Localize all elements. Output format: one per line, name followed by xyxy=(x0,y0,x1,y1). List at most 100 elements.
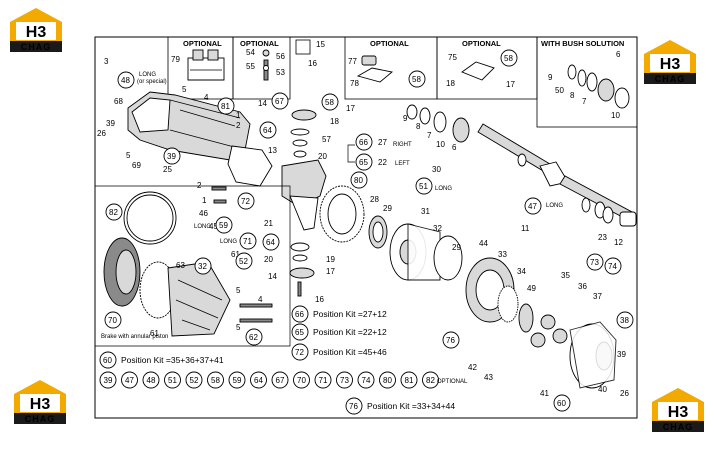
kit-2-num: 72 xyxy=(295,348,304,357)
svg-text:48: 48 xyxy=(147,376,156,385)
svg-text:1: 1 xyxy=(236,111,241,120)
svg-text:43: 43 xyxy=(484,373,493,382)
svg-text:12: 12 xyxy=(614,238,623,247)
optional-part-39: 39 xyxy=(99,371,117,389)
svg-text:37: 37 xyxy=(593,292,602,301)
optional-panel-b: OPTIONAL 54 55 56 53 xyxy=(232,36,291,100)
svg-text:64: 64 xyxy=(254,376,263,385)
svg-text:50: 50 xyxy=(555,86,564,95)
svg-text:31: 31 xyxy=(421,207,430,216)
svg-text:19: 19 xyxy=(326,255,335,264)
svg-text:5: 5 xyxy=(182,85,187,94)
svg-text:20: 20 xyxy=(264,255,273,264)
brake-panel: 82 32 63 5 4 5 62 61 70 Brake with annul… xyxy=(95,185,291,347)
optional-part-82: 82 xyxy=(422,371,439,389)
svg-text:2: 2 xyxy=(197,181,202,190)
svg-text:38: 38 xyxy=(620,316,629,325)
svg-text:16: 16 xyxy=(308,59,317,68)
svg-text:48: 48 xyxy=(121,76,130,85)
svg-text:8: 8 xyxy=(570,91,575,100)
svg-text:25: 25 xyxy=(163,165,172,174)
optional-row-label: OPTIONAL xyxy=(437,379,468,385)
svg-text:65: 65 xyxy=(359,158,368,167)
svg-text:32: 32 xyxy=(433,224,442,233)
kit-4-text: Position Kit =33+34+44 xyxy=(367,401,455,411)
optional-c-title: OPTIONAL xyxy=(370,39,409,48)
svg-text:11: 11 xyxy=(521,224,530,233)
svg-text:63: 63 xyxy=(176,261,185,270)
optional-part-64: 64 xyxy=(250,371,267,389)
svg-text:26: 26 xyxy=(97,129,106,138)
svg-text:10: 10 xyxy=(436,140,445,149)
svg-text:6: 6 xyxy=(616,50,621,59)
svg-text:80: 80 xyxy=(383,376,392,385)
svg-text:67: 67 xyxy=(275,97,284,106)
svg-text:57: 57 xyxy=(322,135,331,144)
svg-text:62: 62 xyxy=(249,333,258,342)
svg-text:CHAG: CHAG xyxy=(21,42,52,52)
svg-text:29: 29 xyxy=(383,204,392,213)
optional-part-73: 73 xyxy=(336,371,353,389)
svg-text:CHAG: CHAG xyxy=(25,414,56,424)
svg-text:56: 56 xyxy=(276,52,285,61)
svg-text:14: 14 xyxy=(268,272,277,281)
svg-text:58: 58 xyxy=(504,54,513,63)
svg-text:36: 36 xyxy=(578,282,587,291)
svg-text:52: 52 xyxy=(239,257,248,266)
optional-part-59: 59 xyxy=(228,371,246,389)
svg-text:53: 53 xyxy=(276,68,285,77)
svg-text:79: 79 xyxy=(171,55,180,64)
svg-text:13: 13 xyxy=(268,146,277,155)
kit-3-num: 60 xyxy=(103,356,112,365)
optional-a-title: OPTIONAL xyxy=(183,39,222,48)
svg-text:29: 29 xyxy=(452,243,461,252)
svg-text:64: 64 xyxy=(263,126,272,135)
svg-text:52: 52 xyxy=(190,376,199,385)
svg-text:18: 18 xyxy=(330,117,339,126)
svg-text:54: 54 xyxy=(246,48,255,57)
optional-part-74: 74 xyxy=(357,371,375,389)
svg-text:17: 17 xyxy=(346,104,355,113)
svg-text:49: 49 xyxy=(527,284,536,293)
optional-part-67: 67 xyxy=(271,371,289,389)
svg-text:45: 45 xyxy=(209,222,218,231)
svg-text:9: 9 xyxy=(548,73,553,82)
svg-text:61: 61 xyxy=(150,329,159,338)
svg-text:8: 8 xyxy=(416,122,421,131)
svg-text:60: 60 xyxy=(557,399,566,408)
svg-text:58: 58 xyxy=(211,376,220,385)
optional-part-48: 48 xyxy=(142,371,160,389)
svg-text:32: 32 xyxy=(198,262,207,271)
svg-text:H3: H3 xyxy=(668,404,689,421)
kit-4-num: 76 xyxy=(349,402,358,411)
svg-text:LONG: LONG xyxy=(546,203,563,209)
svg-text:(or special): (or special) xyxy=(137,79,167,85)
svg-text:39: 39 xyxy=(104,376,113,385)
svg-text:H3: H3 xyxy=(660,56,681,73)
svg-text:75: 75 xyxy=(448,53,457,62)
svg-text:7: 7 xyxy=(427,131,432,140)
svg-text:71: 71 xyxy=(319,376,328,385)
svg-text:27: 27 xyxy=(378,138,387,147)
part-15-box xyxy=(295,39,311,55)
optional-panel-d: OPTIONAL 75 18 58 17 xyxy=(436,36,538,100)
svg-text:LONG: LONG xyxy=(194,224,211,230)
svg-text:H3: H3 xyxy=(26,24,47,41)
svg-text:26: 26 xyxy=(620,389,629,398)
svg-text:H3: H3 xyxy=(30,396,51,413)
bush-panel: WITH BUSH SOLUTION 9 50 8 7 6 10 xyxy=(536,36,638,128)
svg-text:39: 39 xyxy=(617,350,626,359)
svg-text:81: 81 xyxy=(221,102,230,111)
svg-text:LONG: LONG xyxy=(139,72,156,78)
optional-panel-a: OPTIONAL 79 xyxy=(167,36,234,100)
svg-text:77: 77 xyxy=(348,57,357,66)
svg-text:76: 76 xyxy=(446,336,455,345)
svg-text:34: 34 xyxy=(517,267,526,276)
svg-text:74: 74 xyxy=(362,376,371,385)
svg-text:69: 69 xyxy=(132,161,141,170)
optional-d-title: OPTIONAL xyxy=(462,39,501,48)
svg-text:1: 1 xyxy=(202,196,207,205)
